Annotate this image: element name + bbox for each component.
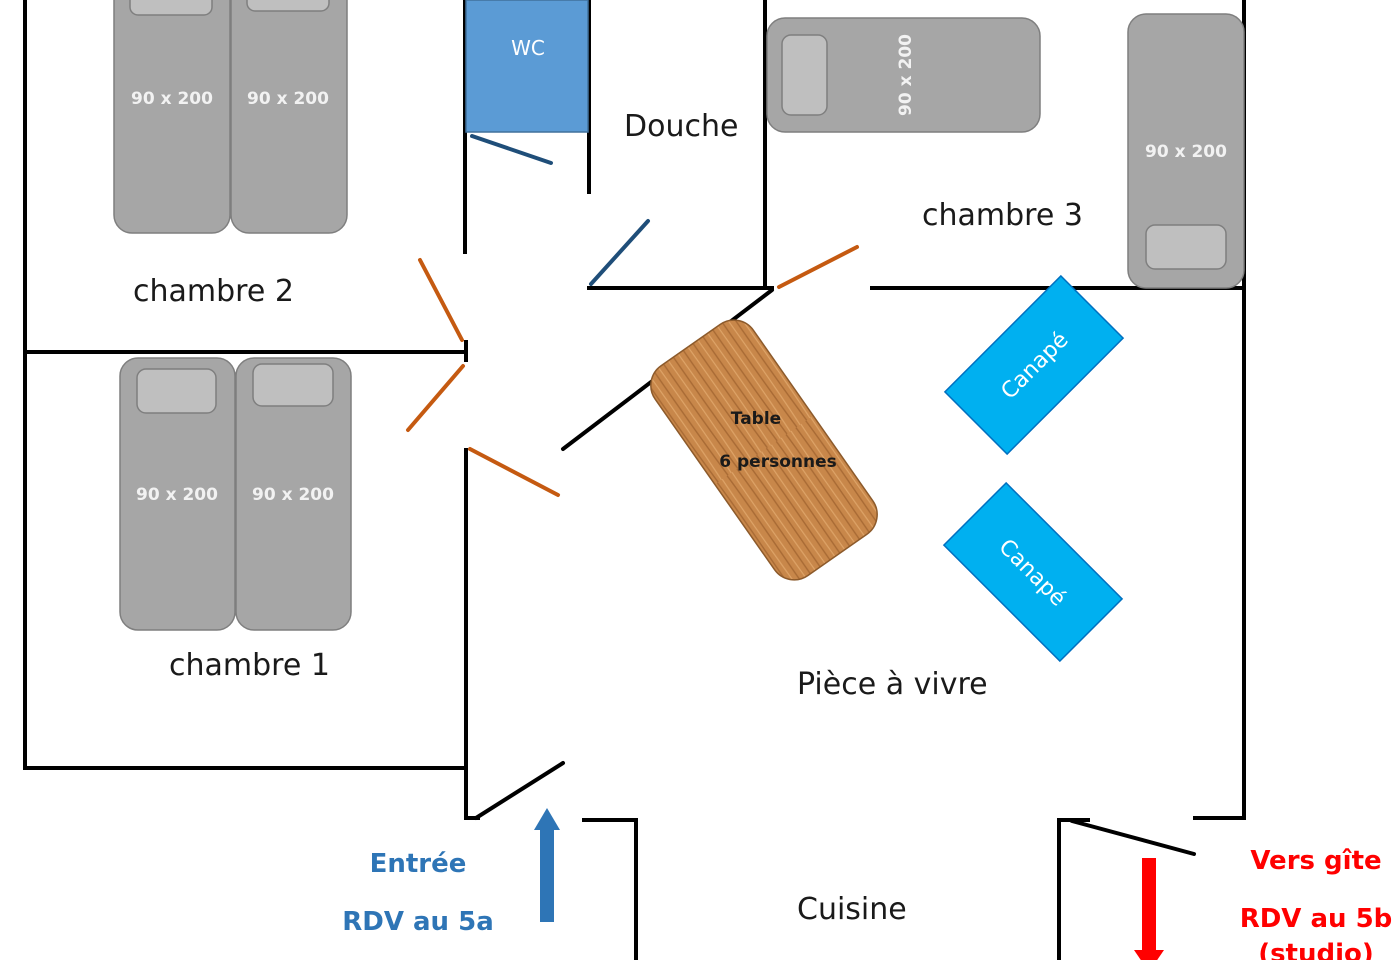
bed-size-label: 90 x 200 [131, 89, 213, 109]
bed-size-label: 90 x 200 [1145, 142, 1227, 162]
room-label-chambre2: chambre 2 [133, 274, 294, 309]
wc-label: WC [511, 36, 545, 60]
room-label-cuisine: Cuisine [797, 892, 907, 927]
beds-chambre3: 90 x 200 90 x 200 [766, 13, 1245, 289]
entree-label: Entrée [370, 849, 467, 879]
entree-rdv-label: RDV au 5a [342, 907, 494, 937]
door-chambre2 [418, 258, 464, 342]
table-capacity-label: 6 personnes [719, 452, 836, 472]
sofa-top: Canapé [943, 274, 1125, 456]
vers-gite-arrow [1134, 858, 1164, 960]
beds-chambre1: 90 x 200 90 x 200 [119, 357, 352, 631]
door-chambre3 [777, 245, 859, 289]
pillow [129, 0, 213, 16]
door-entree [474, 761, 565, 820]
door-douche [589, 219, 650, 286]
bed-size-label: 90 x 200 [247, 89, 329, 109]
room-label-chambre3: chambre 3 [922, 198, 1083, 233]
pillow [1145, 224, 1227, 270]
door-wc [470, 134, 553, 165]
pillow [246, 0, 330, 12]
vers-gite-rdv-label: RDV au 5b [1240, 904, 1393, 934]
bed-size-label: 90 x 200 [252, 485, 334, 505]
room-label-chambre1: chambre 1 [169, 648, 330, 683]
bed [119, 357, 236, 631]
room-label-piece-a-vivre: Pièce à vivre [797, 667, 988, 702]
door-living [468, 447, 560, 497]
room-label-douche: Douche [624, 109, 738, 144]
door-chambre1 [406, 364, 465, 432]
bed [766, 17, 1041, 133]
pillow [781, 34, 828, 116]
bed-size-label: 90 x 200 [896, 34, 916, 116]
bed [113, 0, 231, 234]
bed [235, 357, 352, 631]
dining-table [650, 319, 878, 581]
beds-chambre2: 90 x 200 90 x 200 [113, 0, 348, 234]
entree-arrow [534, 808, 560, 922]
door-vers-gite [1070, 819, 1196, 856]
doors [406, 134, 1196, 856]
table-label: Table [731, 409, 781, 429]
pillow [252, 363, 334, 407]
bed [230, 0, 348, 234]
vers-gite-studio-label: (studio) [1258, 939, 1374, 960]
wc-block: WC [465, 0, 589, 133]
sofa-bottom: Canapé [942, 481, 1124, 663]
bed-size-label: 90 x 200 [136, 485, 218, 505]
pillow [136, 368, 217, 414]
bed [1127, 13, 1245, 289]
vers-gite-label: Vers gîte [1250, 846, 1381, 876]
